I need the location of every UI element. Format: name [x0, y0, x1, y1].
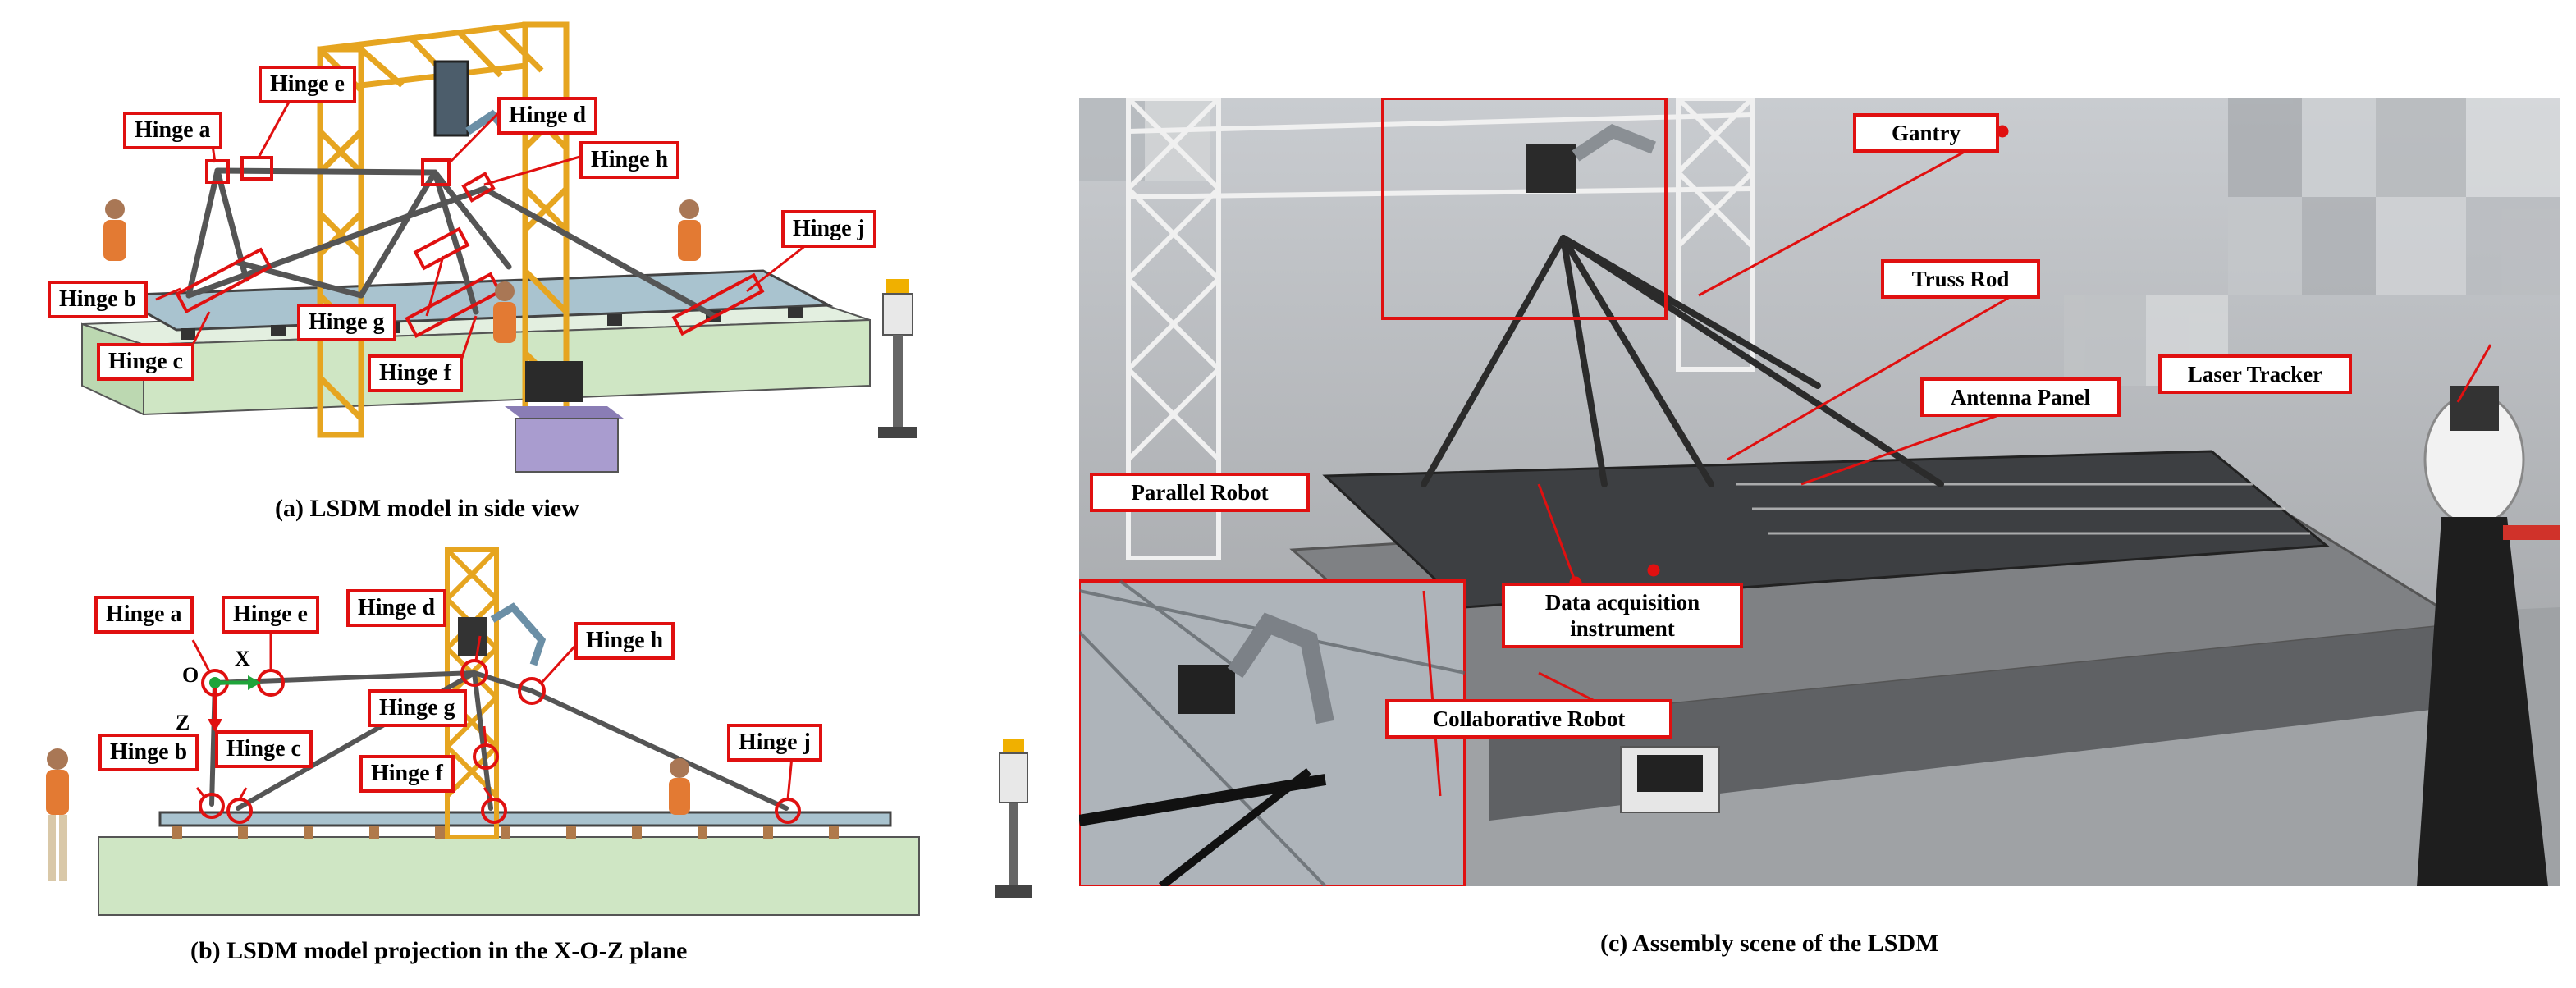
- label-antenna-panel: Antenna Panel: [1920, 377, 2121, 417]
- panel-a-label-hinge-d: Hinge d: [497, 97, 598, 135]
- panel-c-caption: (c) Assembly scene of the LSDM: [1600, 930, 1939, 957]
- laser-tracker-icon: [878, 279, 917, 438]
- panel-b-label-hinge-j: Hinge j: [727, 724, 822, 762]
- label-truss-rod: Truss Rod: [1881, 259, 2040, 299]
- parallel-robot: [458, 617, 487, 656]
- panel-a-label-hinge-c: Hinge c: [97, 343, 194, 381]
- laser-tracker-icon: [995, 739, 1032, 898]
- truss-rods: [185, 167, 717, 319]
- panel-b-label-hinge-d: Hinge d: [346, 589, 447, 627]
- platform: [158, 811, 892, 827]
- panel-b-label-hinge-b: Hinge b: [98, 734, 199, 771]
- panel-a-label-hinge-g: Hinge g: [297, 304, 396, 341]
- panel-a-label-hinge-a: Hinge a: [123, 112, 222, 149]
- gantry-truss: [1126, 98, 1755, 560]
- antenna-panel: [1322, 450, 2330, 609]
- panel-b-label-hinge-a: Hinge a: [94, 596, 194, 634]
- panel-b-label-hinge-c: Hinge c: [215, 730, 313, 768]
- assembly-photo: [1079, 98, 2560, 886]
- panel-a-hinge-markers: [175, 156, 765, 339]
- collab-robot-arm: [1572, 124, 1656, 162]
- label-collaborative-robot: Collaborative Robot: [1385, 699, 1672, 739]
- robot-highlight-box: [1381, 98, 1668, 320]
- panel-b: Hinge a Hinge e Hinge d Hinge h Hinge g …: [0, 542, 1059, 988]
- label-parallel-robot: Parallel Robot: [1090, 473, 1310, 512]
- panel-a-caption: (a) LSDM model in side view: [275, 495, 579, 522]
- label-data-acquisition-line1: Data acquisition: [1544, 590, 1700, 615]
- panel-a-label-hinge-b: Hinge b: [48, 281, 149, 318]
- panel-b-label-hinge-h: Hinge h: [574, 622, 675, 660]
- platform-posts: [172, 826, 839, 839]
- collab-robot-arm: [490, 602, 547, 666]
- label-gantry: Gantry: [1853, 113, 1999, 153]
- axis-x-label: X: [235, 647, 250, 670]
- laser-tracker: [2417, 386, 2560, 886]
- panel-b-label-hinge-e: Hinge e: [222, 596, 319, 634]
- panel-c: Gantry Truss Rod Antenna Panel Laser Tra…: [1075, 0, 2576, 988]
- workstation: [505, 361, 624, 473]
- panel-b-caption: (b) LSDM model projection in the X-O-Z p…: [190, 937, 688, 964]
- panel-b-label-hinge-f: Hinge f: [359, 755, 455, 793]
- parallel-robot: [1526, 144, 1576, 193]
- antenna-panel-ribs: [1736, 483, 2310, 535]
- label-laser-tracker: Laser Tracker: [2158, 354, 2352, 394]
- panel-a-label-hinge-h: Hinge h: [579, 141, 680, 179]
- instrument-screen: [1637, 755, 1703, 792]
- gantry-end-effector: [433, 60, 469, 137]
- axis-z-label: Z: [176, 711, 190, 734]
- panel-a-label-hinge-e: Hinge e: [259, 66, 356, 103]
- axis-origin-label: O: [182, 663, 199, 687]
- operator-figures: [46, 748, 690, 881]
- panel-a-label-hinge-f: Hinge f: [368, 354, 463, 392]
- panel-a-drawing: [81, 21, 917, 473]
- coordinate-axes: [208, 675, 261, 732]
- panel-b-label-hinge-g: Hinge g: [368, 689, 467, 727]
- panel-a: Hinge e Hinge a Hinge d Hinge h Hinge j …: [0, 0, 985, 542]
- truss-rods: [1421, 235, 1944, 487]
- base-block: [98, 836, 920, 916]
- label-data-acquisition-line2: instrument: [1570, 616, 1675, 641]
- operator-figures: [103, 199, 701, 343]
- label-data-acquisition: Data acquisition instrument: [1502, 583, 1743, 648]
- assembly-table-side: [1489, 624, 2466, 821]
- panel-b-leaders: [191, 632, 794, 800]
- panel-a-label-hinge-j: Hinge j: [781, 210, 876, 248]
